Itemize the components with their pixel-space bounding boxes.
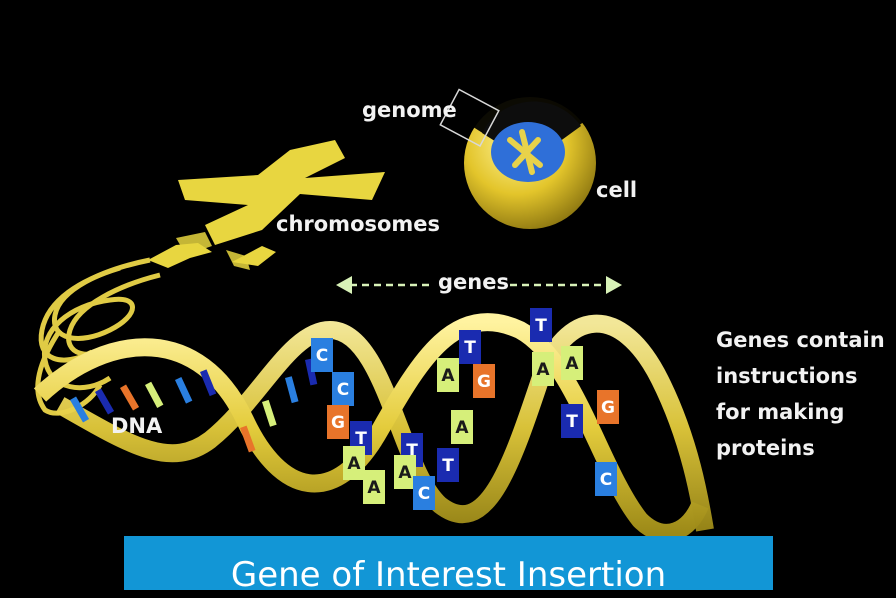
base-rung <box>119 384 140 411</box>
base-rung <box>199 369 217 397</box>
base-letter: A <box>441 366 455 386</box>
coiled-dna <box>35 257 161 416</box>
base-block <box>561 346 583 380</box>
base-block <box>327 405 349 439</box>
base-letter: G <box>601 398 615 418</box>
genes-arrow <box>336 276 622 294</box>
base-letter: T <box>355 429 367 449</box>
base-letter: A <box>455 418 469 438</box>
base-rung <box>240 425 256 453</box>
base-block <box>561 404 583 438</box>
base-rung <box>144 381 164 408</box>
base-block <box>530 308 552 342</box>
base-letter: T <box>442 456 454 476</box>
base-block <box>532 352 554 386</box>
base-rung <box>69 396 90 423</box>
base-block <box>597 390 619 424</box>
base-block <box>595 462 617 496</box>
caption-line: instructions <box>716 364 858 388</box>
base-rung <box>285 376 299 404</box>
base-letter: C <box>600 470 612 490</box>
base-letter: A <box>536 360 550 380</box>
base-block <box>473 364 495 398</box>
base-letter: A <box>367 478 381 498</box>
label-cell: cell <box>596 178 638 202</box>
base-block <box>437 358 459 392</box>
title-banner: Gene of Interest Insertion <box>124 536 773 590</box>
base-letter: C <box>418 484 430 504</box>
caption-text: Genes contain instructions for making pr… <box>716 322 886 466</box>
base-block <box>363 470 385 504</box>
base-block <box>413 476 435 510</box>
chromosomes-illustration <box>148 140 385 270</box>
base-letter: C <box>316 346 328 366</box>
base-letter: A <box>398 463 412 483</box>
base-rung <box>95 388 115 415</box>
double-helix <box>33 313 714 542</box>
base-block <box>394 455 416 489</box>
base-block <box>311 338 333 372</box>
base-block <box>343 446 365 480</box>
label-dna: DNA <box>111 414 163 438</box>
base-rung <box>262 399 277 427</box>
base-block <box>459 330 481 364</box>
banner-title: Gene of Interest Insertion <box>230 555 667 590</box>
base-letter: G <box>331 413 345 433</box>
base-letter: T <box>566 412 578 432</box>
base-rung <box>175 377 193 404</box>
base-block <box>332 372 354 406</box>
caption-line: Genes contain <box>716 328 885 352</box>
label-genome: genome <box>362 98 457 122</box>
base-letter: T <box>464 338 476 358</box>
label-genes: genes <box>438 270 509 294</box>
base-letter: G <box>477 372 491 392</box>
base-letter: C <box>337 380 349 400</box>
base-letter: T <box>535 316 547 336</box>
caption-line: proteins <box>716 436 815 460</box>
base-block <box>437 448 459 482</box>
label-chromosomes: chromosomes <box>276 212 441 236</box>
base-block <box>451 410 473 444</box>
cell-illustration <box>439 86 596 229</box>
base-letter: A <box>565 354 579 374</box>
base-letter: A <box>347 454 361 474</box>
caption-line: for making <box>716 400 845 424</box>
